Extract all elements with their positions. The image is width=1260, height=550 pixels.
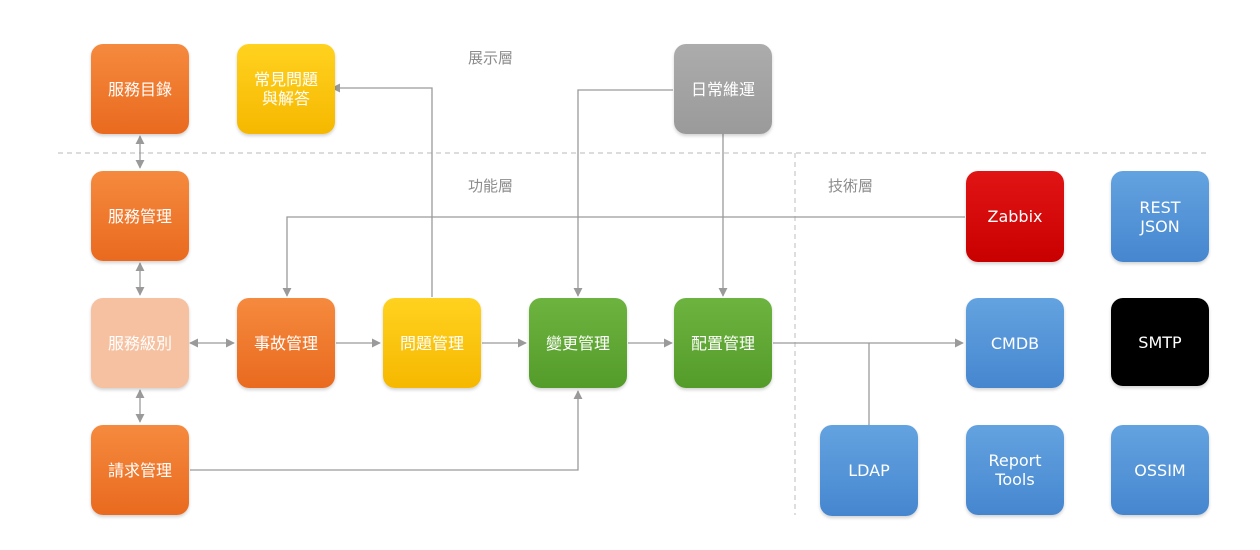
incident-management-node: 事故管理 bbox=[237, 298, 335, 388]
ldap-node: LDAP bbox=[820, 425, 918, 516]
connector-request-to-change bbox=[190, 390, 583, 471]
request-management-node: 請求管理 bbox=[91, 425, 189, 515]
service-management-node: 服務管理 bbox=[91, 171, 189, 261]
problem-management-node: 問題管理 bbox=[383, 298, 481, 388]
cmdb-node: CMDB bbox=[966, 298, 1064, 388]
daily-operations-node: 日常維運 bbox=[674, 44, 772, 134]
presentation-layer-label: 展示層 bbox=[468, 49, 514, 67]
rest-json-node: REST JSON bbox=[1111, 171, 1209, 262]
smtp-node: SMTP bbox=[1111, 298, 1209, 386]
connector-problem-to-faq bbox=[331, 83, 433, 297]
technology-layer-label: 技術層 bbox=[828, 177, 874, 195]
service-catalog-node: 服務目錄 bbox=[91, 44, 189, 134]
connector-zabbix-to-incident bbox=[282, 216, 965, 297]
report-tools-node: Report Tools bbox=[966, 425, 1064, 515]
ossim-node: OSSIM bbox=[1111, 425, 1209, 515]
connector-daily-ops-to-change bbox=[573, 89, 673, 297]
zabbix-node: Zabbix bbox=[966, 171, 1064, 262]
change-management-node: 變更管理 bbox=[529, 298, 627, 388]
function-layer-label: 功能層 bbox=[468, 177, 514, 195]
faq-node: 常見問題 與解答 bbox=[237, 44, 335, 134]
configuration-management-node: 配置管理 bbox=[674, 298, 772, 388]
service-level-node: 服務級別 bbox=[91, 298, 189, 388]
